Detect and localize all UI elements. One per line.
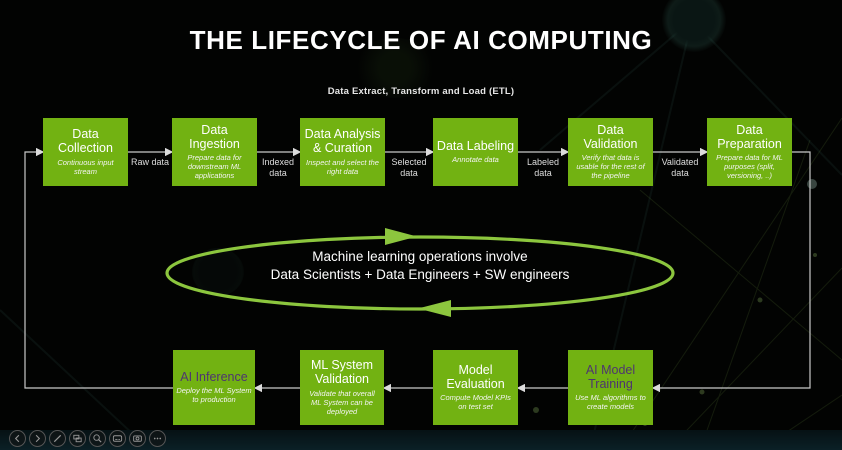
stage-subtitle: Continuous input stream — [57, 157, 114, 176]
stage-subtitle: Validate that overall ML System can be d… — [309, 388, 375, 416]
stage-box-model-evaluation: Model Evaluation Compute Model KPIs on t… — [433, 350, 518, 425]
stage-title: AI Inference — [180, 369, 248, 384]
stage-box-data-preparation: Data Preparation Prepare data for ML pur… — [707, 118, 792, 186]
flow-label-indexed-data: Indexed data — [261, 157, 295, 179]
stage-box-data-collection: Data Collection Continuous input stream — [43, 118, 128, 186]
stage-title: Data Collection — [58, 127, 113, 155]
subtitles-button[interactable] — [109, 430, 126, 447]
flow-label-validated-data: Validated data — [661, 157, 699, 179]
see-all-slides-button[interactable] — [69, 430, 86, 447]
chevron-right-icon — [32, 433, 43, 444]
flow-label-raw-data: Raw data — [130, 157, 170, 167]
bokeh-blob — [350, 38, 440, 98]
more-options-button[interactable] — [149, 430, 166, 447]
stage-box-ai-model-training: AI Model Training Use ML algorithms to c… — [568, 350, 653, 425]
bottom-bar — [0, 430, 842, 450]
pen-icon — [52, 433, 63, 444]
stage-title: AI Model Training — [585, 362, 636, 391]
magnifier-icon — [92, 433, 103, 444]
stage-box-ai-inference: AI Inference Deploy the ML System to pro… — [173, 350, 255, 425]
stage-box-data-analysis-curation: Data Analysis & Curation Inspect and sel… — [300, 118, 385, 186]
stage-title: Data Ingestion — [189, 122, 240, 151]
stage-box-ml-system-validation: ML System Validation Validate that overa… — [300, 350, 384, 425]
stage-subtitle: Annotate data — [452, 155, 499, 165]
previous-slide-button[interactable] — [9, 430, 26, 447]
chevron-left-icon — [12, 433, 23, 444]
stage-subtitle: Use ML algorithms to create models — [575, 393, 646, 412]
zoom-button[interactable] — [89, 430, 106, 447]
stage-title: Data Labeling — [436, 138, 515, 153]
flow-label-selected-data: Selected data — [391, 157, 427, 179]
stage-box-data-labeling: Data Labeling Annotate data — [433, 118, 518, 186]
stage-box-data-validation: Data Validation Verify that data is usab… — [568, 118, 653, 186]
etl-section-label: Data Extract, Transform and Load (ETL) — [327, 86, 515, 97]
stage-title: Model Evaluation — [446, 362, 505, 391]
stage-subtitle: Verify that data is usable for the rest … — [576, 153, 645, 181]
bokeh-blob — [662, 0, 726, 52]
next-slide-button[interactable] — [29, 430, 46, 447]
stage-title: Data Validation — [583, 122, 638, 151]
pen-tools-button[interactable] — [49, 430, 66, 447]
stage-subtitle: Deploy the ML System to production — [176, 386, 252, 405]
stage-subtitle: Prepare data for ML purposes (split, ver… — [716, 153, 783, 181]
page-title: THE LIFECYCLE OF AI COMPUTING — [189, 25, 653, 55]
camera-icon — [132, 433, 143, 444]
stage-subtitle: Prepare data for downstream ML applicati… — [187, 153, 242, 181]
ellipsis-icon — [152, 433, 163, 444]
stage-box-data-ingestion: Data Ingestion Prepare data for downstre… — [172, 118, 257, 186]
stage-subtitle: Inspect and select the right data — [306, 157, 379, 176]
stage-title: Data Preparation — [717, 122, 782, 151]
stage-title: Data Analysis & Curation — [304, 127, 381, 155]
mlops-text-line1: Machine learning operations involve — [312, 249, 528, 264]
slides-grid-icon — [72, 433, 83, 444]
camera-button[interactable] — [129, 430, 146, 447]
subtitles-icon — [112, 433, 123, 444]
mlops-text-line2: Data Scientists + Data Engineers + SW en… — [270, 267, 570, 282]
stage-subtitle: Compute Model KPIs on test set — [440, 393, 511, 412]
flow-label-labeled-data: Labeled data — [526, 157, 560, 179]
stage-title: ML System Validation — [310, 358, 374, 386]
